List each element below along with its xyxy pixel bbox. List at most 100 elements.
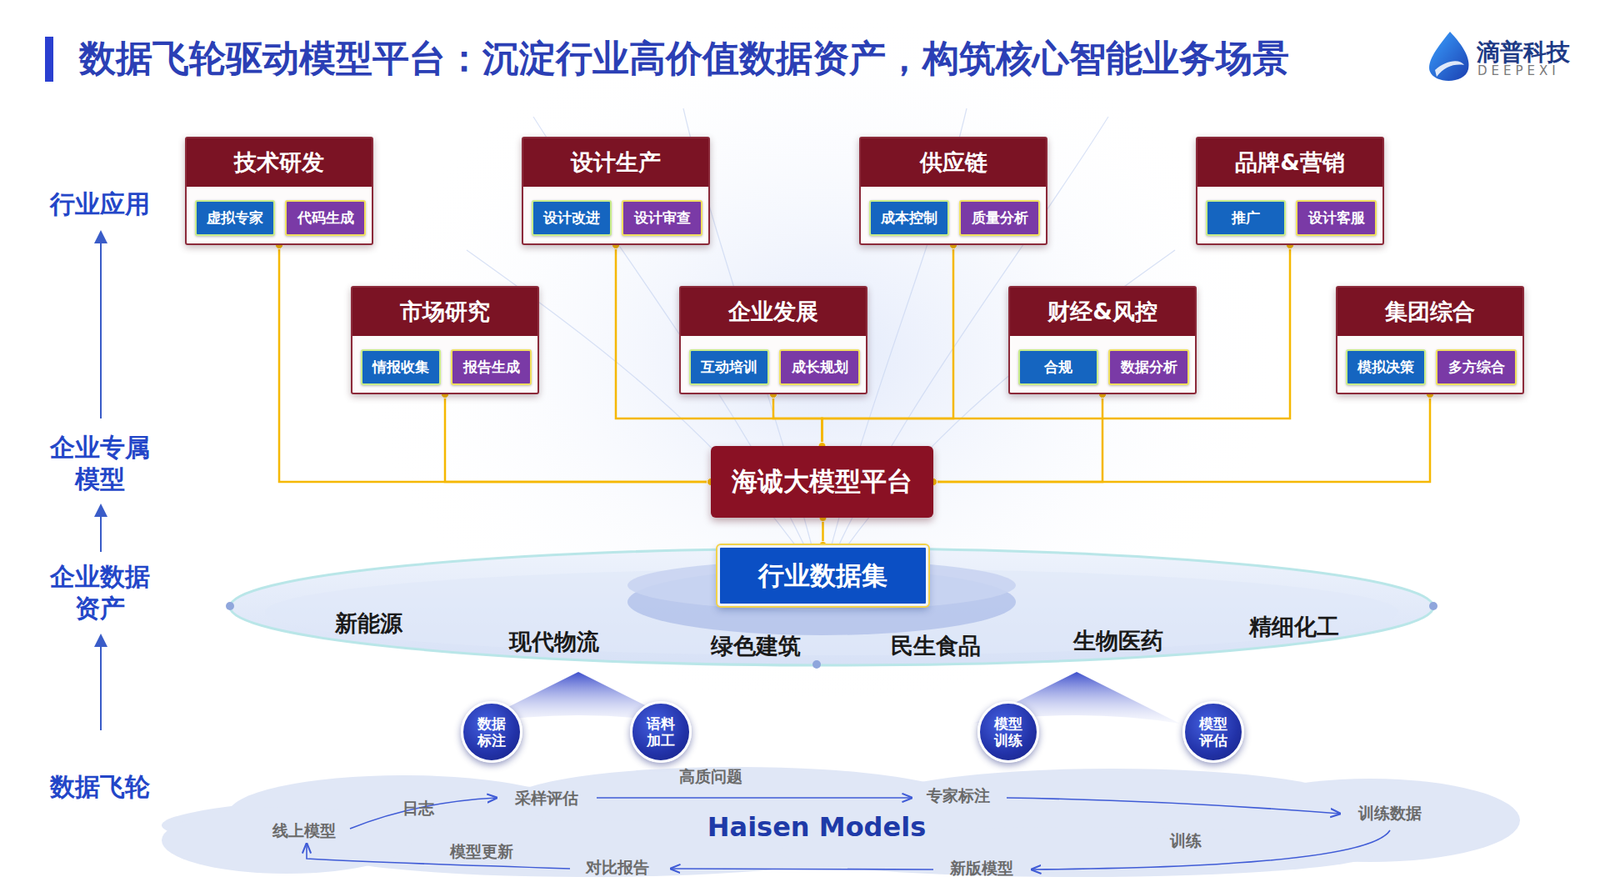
node-text: 行业数据集	[758, 558, 888, 594]
box-heading: 品牌&营销	[1197, 138, 1383, 187]
process-circle: 模型训练	[977, 700, 1040, 763]
level-arrow	[100, 236, 102, 419]
node-text: 报告生成	[463, 357, 520, 377]
flywheel-step: 训练	[1170, 830, 1202, 852]
flywheel-step: 高质问题	[679, 765, 743, 788]
flywheel-step: 训练数据	[1358, 802, 1422, 825]
application-box: 技术研发虚拟专家 代码生成	[185, 136, 374, 245]
node-text: 语料加工	[644, 715, 678, 749]
application-box: 品牌&营销推广 设计客服	[1195, 136, 1385, 245]
node-text: 成本控制	[880, 208, 938, 228]
ring-dot	[1429, 601, 1438, 610]
application-box: 集团综合模拟决策多方综合	[1335, 285, 1525, 395]
industry-label: 民生食品	[890, 630, 981, 661]
flywheel-arrow	[596, 796, 912, 799]
node-text: 数据标注	[475, 715, 509, 749]
flywheel-cycle	[306, 797, 1390, 870]
level-arrow	[100, 640, 102, 730]
function-tag: 成长规划	[779, 349, 860, 385]
application-box: 供应链成本控制 质量分析	[859, 136, 1048, 245]
box-heading: 供应链	[860, 138, 1046, 187]
node-text: 模型评估	[1196, 715, 1230, 749]
industry-label: 精细化工	[1249, 611, 1340, 642]
function-tag: 设计客服	[1295, 200, 1377, 236]
function-tag: 成本控制	[869, 200, 950, 236]
box-heading: 市场研究	[352, 287, 538, 336]
connector-line	[445, 394, 711, 482]
flywheel-arrow	[306, 843, 570, 869]
box-heading: 集团综合	[1337, 287, 1523, 336]
function-tag: 合规	[1018, 349, 1099, 385]
level-label: 数据飞轮	[48, 770, 153, 803]
function-tag: 互动培训	[689, 349, 770, 385]
node-text: 模型训练	[991, 715, 1025, 749]
industry-label: 绿色建筑	[710, 630, 801, 661]
flywheel-step: 对比报告	[585, 856, 650, 879]
connector-line	[933, 394, 1430, 482]
flywheel-step: 专家标注	[926, 785, 990, 807]
application-box: 财经&风控合规 数据分析	[1008, 285, 1197, 395]
function-tag: 情报收集	[360, 349, 441, 385]
function-tag: 代码生成	[285, 200, 366, 236]
dataset-box: 行业数据集	[717, 545, 929, 606]
node-text: 设计审查	[634, 208, 691, 228]
industry-label: 新能源	[335, 608, 403, 639]
function-tag: 质量分析	[959, 200, 1040, 236]
logo-subtext: DEEPEXI	[1477, 63, 1560, 79]
function-tag: 多方综合	[1435, 349, 1517, 385]
function-tag: 设计改进	[531, 200, 612, 236]
node-text: 推广	[1231, 208, 1260, 228]
ring-dot	[812, 660, 821, 669]
function-tag: 模拟决策	[1345, 349, 1426, 385]
level-label: 行业应用	[48, 188, 153, 220]
function-tag: 数据分析	[1108, 349, 1190, 385]
box-heading: 设计生产	[523, 138, 709, 187]
node-text: 设计改进	[543, 208, 600, 228]
flywheel-arrow	[350, 797, 497, 829]
node-text: 代码生成	[297, 208, 355, 228]
logo-drop	[1429, 31, 1469, 81]
box-heading: 技术研发	[186, 138, 372, 187]
node-text: 情报收集	[372, 357, 430, 377]
function-tag: 推广	[1205, 200, 1286, 236]
node-text: 互动培训	[700, 357, 758, 377]
function-tag: 报告生成	[450, 349, 532, 385]
industry-label: 现代物流	[509, 626, 600, 657]
flywheel-arrow	[670, 868, 934, 870]
title-bar	[45, 36, 54, 82]
flywheel-step: 新版模型	[950, 857, 1014, 880]
node-text: 合规	[1044, 357, 1073, 377]
diagram-title: 数据飞轮驱动模型平台：沉淀行业高价值数据资产，构筑核心智能业务场景	[79, 34, 1290, 84]
flywheel-step: 采样评估	[515, 787, 579, 810]
cloud-puffs	[161, 766, 1520, 877]
cloud-puff	[161, 806, 412, 874]
connector-line	[822, 245, 1291, 446]
connector-line	[773, 394, 823, 446]
application-box: 设计生产设计改进 设计审查	[521, 136, 710, 245]
level-label: 企业数据资产	[48, 560, 153, 625]
node-text: 模拟决策	[1357, 357, 1415, 377]
function-tag: 设计审查	[621, 200, 703, 236]
node-text: Haisen Models	[707, 810, 926, 843]
function-tag: 虚拟专家	[195, 200, 275, 236]
node-text: 海诚大模型平台	[731, 464, 913, 500]
box-heading: 企业发展	[680, 287, 866, 336]
ring-dot	[225, 601, 235, 610]
process-circle: 模型评估	[1182, 700, 1245, 763]
node-text: 成长规划	[791, 357, 849, 377]
flywheel-arrow	[1006, 797, 1340, 814]
process-circle: 数据标注	[460, 700, 523, 763]
node-text: 数据分析	[1120, 357, 1178, 377]
flywheel-step: 线上模型	[272, 820, 336, 842]
flywheel-step: 日志	[402, 797, 435, 820]
connector-line	[933, 394, 1103, 482]
flywheel-step: 模型更新	[450, 840, 514, 863]
box-heading: 财经&风控	[1010, 287, 1195, 336]
flywheel-arrow	[1031, 830, 1390, 870]
platform-box: 海诚大模型平台	[710, 445, 934, 518]
data-asset-ring	[230, 548, 1434, 665]
node-text: 质量分析	[971, 208, 1029, 228]
